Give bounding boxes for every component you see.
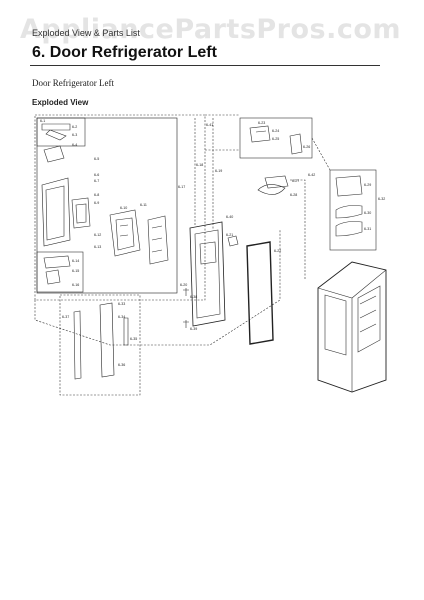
callout-label: 6-14 <box>72 259 79 263</box>
refrigerator-cabinet <box>317 261 387 393</box>
door-frame <box>189 221 226 327</box>
callout-label: 6-27 <box>292 179 299 183</box>
callout-label: 6-41 <box>206 123 213 127</box>
ice-chute-assembly <box>109 209 141 257</box>
callout-label: 6-12 <box>94 233 101 237</box>
dispenser-cover <box>71 197 91 229</box>
callout-label: 6-7 <box>94 179 99 183</box>
callout-label: 6-1 <box>40 119 45 123</box>
callout-label: 6-21 <box>226 233 233 237</box>
screws <box>183 288 189 328</box>
callout-label: 6-37 <box>62 315 69 319</box>
callout-label: 6-16 <box>72 283 79 287</box>
callout-label: 6-40 <box>226 215 233 219</box>
callout-label: 6-18 <box>196 163 203 167</box>
lower-hinge-parts <box>43 255 71 285</box>
callout-label: 6-19 <box>215 169 222 173</box>
callout-label: 6-35 <box>130 337 137 341</box>
egg-tray <box>257 184 286 195</box>
door-assembly-boundary <box>34 114 206 301</box>
lower-boundary <box>34 230 281 346</box>
section-header: Exploded View & Parts List <box>32 28 140 38</box>
callout-label: 6-22 <box>274 249 281 253</box>
callout-label: 6-26 <box>303 145 310 149</box>
callout-label: 6-31 <box>364 227 371 231</box>
callout-label: 6-39 <box>190 327 197 331</box>
section-label: Exploded View <box>32 98 89 107</box>
callout-label: 6-3 <box>72 133 77 137</box>
callout-label: 6-25 <box>272 137 279 141</box>
callout-label: 6-17 <box>178 185 185 189</box>
door-bin-top <box>335 175 363 197</box>
callout-label: 6-4 <box>72 143 77 147</box>
door-handle <box>99 302 115 378</box>
callout-label: 6-42 <box>308 173 315 177</box>
top-hinge-parts <box>249 125 271 143</box>
dispenser-box <box>36 117 178 294</box>
callout-label: 6-15 <box>72 269 79 273</box>
callout-label: 6-36 <box>118 363 125 367</box>
callout-label: 6-32 <box>378 197 385 201</box>
callout-label: 6-11 <box>140 203 147 207</box>
watermark: AppliancePartsPros.com <box>20 14 402 45</box>
callout-label: 6-10 <box>120 206 127 210</box>
door-liner <box>41 177 71 247</box>
callout-label: 6-13 <box>94 245 101 249</box>
callout-label: 6-33 <box>118 302 125 306</box>
hinge-cover-box <box>36 117 86 147</box>
handle-box-boundary <box>59 294 141 396</box>
callout-label: 6-20 <box>180 283 187 287</box>
callout-label: 6-2 <box>72 125 77 129</box>
dispenser-lever <box>147 215 169 265</box>
callout-label: 6-23 <box>258 121 265 125</box>
lower-hinge-box <box>36 251 84 293</box>
callout-label: 6-5 <box>94 157 99 161</box>
hinge-pin <box>227 235 239 247</box>
callout-label: 6-24 <box>272 129 279 133</box>
callout-label: 6-6 <box>94 173 99 177</box>
page-title: 6. Door Refrigerator Left <box>32 44 217 61</box>
door-bin-low <box>335 221 363 237</box>
hinge-parts <box>41 123 71 141</box>
door-bin-mid <box>335 205 363 219</box>
door-bin-box <box>329 169 377 251</box>
callout-label: 6-30 <box>364 211 371 215</box>
callout-label: 6-9 <box>94 201 99 205</box>
callout-label: 6-29 <box>364 183 371 187</box>
callout-label: 6-38 <box>190 295 197 299</box>
callout-label: 6-34 <box>118 315 125 319</box>
title-divider <box>30 65 380 66</box>
callout-label: 6-8 <box>94 193 99 197</box>
subtitle: Door Refrigerator Left <box>32 78 114 88</box>
door-gasket <box>246 241 274 345</box>
callout-label: 6-28 <box>290 193 297 197</box>
leader-lines <box>194 114 331 280</box>
